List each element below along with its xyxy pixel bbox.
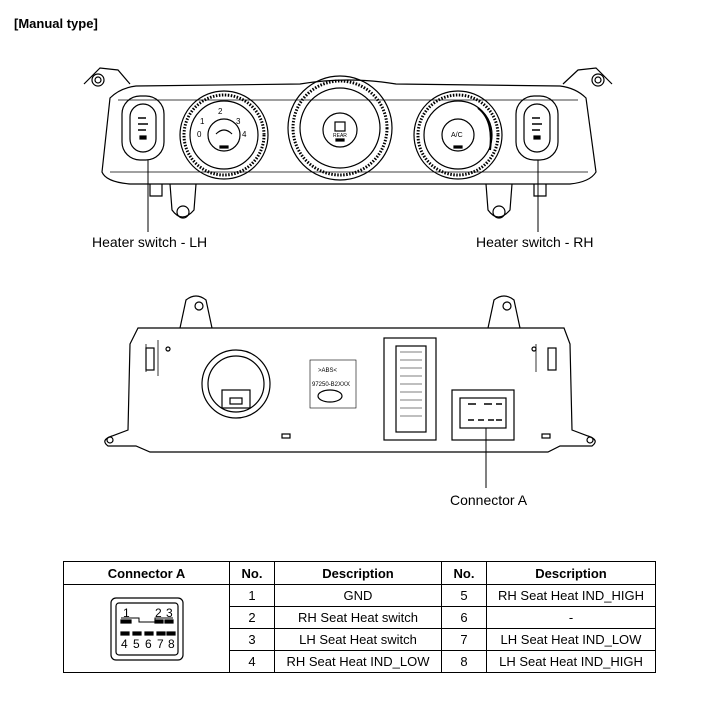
pin-no: 3: [229, 628, 275, 651]
table-row: 1 2 3 4 5 6 7 8 1 GND 5 RH Seat Heat IND…: [63, 584, 656, 673]
pin-label-1: 1: [123, 606, 130, 620]
heater-switch-rh-callout: Heater switch - RH: [476, 234, 594, 250]
pin-no: 1: [229, 584, 275, 607]
header-no-2: No.: [441, 561, 487, 585]
header-connector: Connector A: [63, 561, 230, 585]
pin-label-7: 7: [157, 637, 164, 651]
heater-switch-lh-callout: Heater switch - LH: [92, 234, 208, 250]
climate-control-drawing: 0 1 2 3 4 REAR A/C: [83, 67, 613, 488]
fan-speed-0: 0: [197, 130, 202, 139]
pin-no: 7: [441, 628, 487, 651]
header-description-2: Description: [486, 561, 656, 585]
fan-speed-4: 4: [242, 130, 247, 139]
connector-a-diagram: 1 2 3 4 5 6 7 8: [109, 596, 185, 662]
pin-label-6: 6: [145, 637, 152, 651]
pin-description: LH Seat Heat IND_HIGH: [486, 650, 656, 673]
pin-no: 5: [441, 584, 487, 607]
rear-view-panel: [104, 295, 596, 453]
pin-no: 2: [229, 606, 275, 629]
pin-description: RH Seat Heat IND_HIGH: [486, 584, 656, 607]
rear-label: REAR: [333, 133, 347, 139]
pin-label-3: 3: [166, 606, 173, 620]
pin-description: GND: [274, 584, 442, 607]
page-title: [Manual type]: [14, 16, 98, 31]
pin-description: LH Seat Heat IND_LOW: [486, 628, 656, 651]
ac-label: A/C: [451, 132, 463, 139]
fan-speed-3: 3: [236, 117, 241, 126]
header-no-1: No.: [229, 561, 275, 585]
pin-label-8: 8: [168, 637, 175, 651]
pin-label-5: 5: [133, 637, 140, 651]
front-view-panel: [83, 67, 613, 219]
pin-label-4: 4: [121, 637, 128, 651]
pin-no: 4: [229, 650, 275, 673]
connector-diagram-cell: 1 2 3 4 5 6 7 8: [63, 584, 230, 673]
table-header-row: Connector A No. Description No. Descript…: [63, 561, 656, 585]
fan-speed-2: 2: [218, 107, 223, 116]
pin-description: RH Seat Heat IND_LOW: [274, 650, 442, 673]
pin-label-2: 2: [155, 606, 162, 620]
pin-description: LH Seat Heat switch: [274, 628, 442, 651]
part-number-label: 97250-B2XXX: [312, 382, 350, 388]
pin-description: RH Seat Heat switch: [274, 606, 442, 629]
pin-description: -: [486, 606, 656, 629]
material-label: >ABS<: [318, 368, 338, 374]
pin-no: 6: [441, 606, 487, 629]
connector-a-callout: Connector A: [450, 492, 528, 508]
table-row: 4 RH Seat Heat IND_LOW 8 LH Seat Heat IN…: [64, 650, 656, 673]
header-description-1: Description: [274, 561, 442, 585]
fan-speed-1: 1: [200, 117, 205, 126]
pin-no: 8: [441, 650, 487, 673]
connector-pinout-table: Connector A No. Description No. Descript…: [63, 561, 656, 673]
